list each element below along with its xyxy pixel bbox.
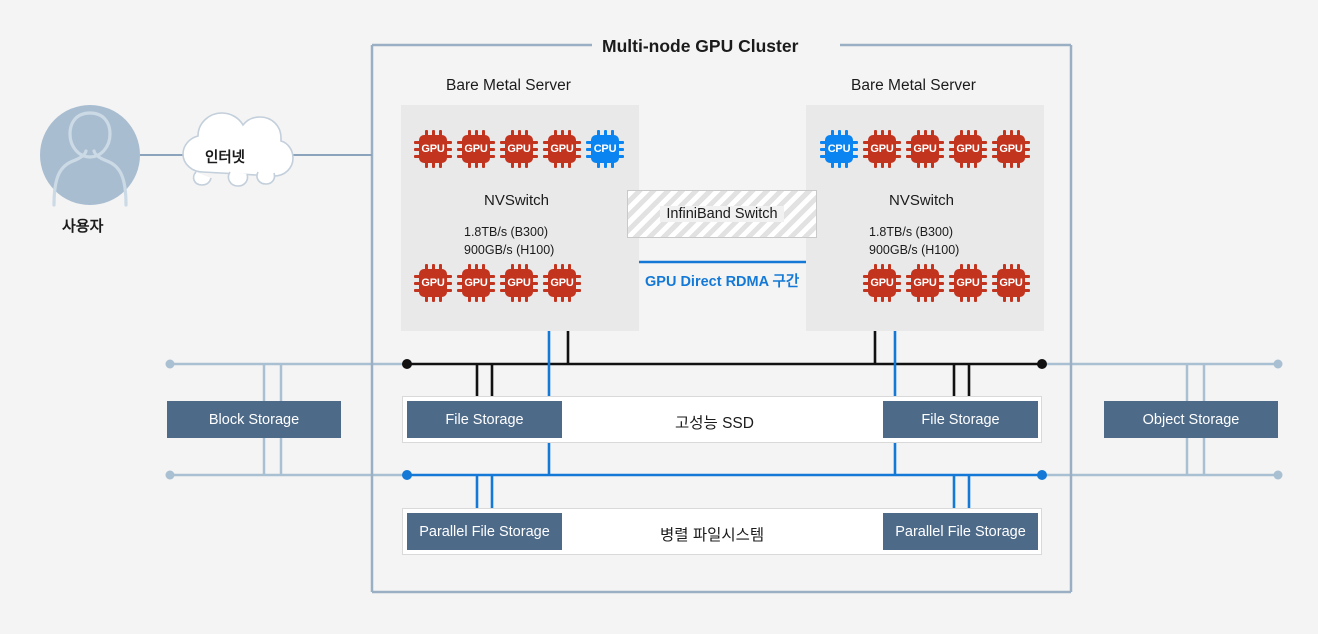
infiniband-switch-box: InfiniBand Switch [627,190,817,238]
parallel-file-storage-label-left: Parallel File Storage [419,523,550,540]
chip-gpu: GPU [906,130,944,168]
parallel-file-storage-label-right: Parallel File Storage [895,523,1026,540]
pfs-center-label: 병렬 파일시스템 [660,527,765,544]
chip-label: GPU [954,135,982,163]
object-storage-label: Object Storage [1142,411,1240,428]
chip-gpu: GPU [414,130,452,168]
user-avatar-icon [40,105,140,207]
chip-label: GPU [548,269,576,297]
chip-gpu: GPU [543,130,581,168]
page-title: Multi-node GPU Cluster [602,36,799,56]
block-storage-box[interactable]: Block Storage [167,401,341,438]
bandwidth-b300-right: 1.8TB/s (B300) [869,225,954,239]
chip-gpu: GPU [949,264,987,302]
block-storage-label: Block Storage [208,411,300,428]
internet-label: 인터넷 [205,150,246,166]
chip-gpu: GPU [500,264,538,302]
chip-gpu: GPU [863,264,901,302]
parallel-file-storage-box-left[interactable]: Parallel File Storage [407,513,562,550]
parallel-file-storage-box-right[interactable]: Parallel File Storage [883,513,1038,550]
user-label: 사용자 [62,218,104,235]
file-storage-box-left[interactable]: File Storage [407,401,562,438]
chip-gpu: GPU [414,264,452,302]
bandwidth-h100-left: 900GB/s (H100) [464,243,555,257]
chip-label: GPU [997,269,1025,297]
object-storage-box[interactable]: Object Storage [1104,401,1278,438]
chip-label: GPU [911,135,939,163]
chip-label: GPU [505,269,533,297]
rdma-bracket [625,239,819,264]
bandwidth-b300-left: 1.8TB/s (B300) [464,225,549,239]
chip-gpu: GPU [457,130,495,168]
chip-label: GPU [419,135,447,163]
cluster-frame [370,43,1073,594]
chip-label: GPU [419,269,447,297]
chip-label: GPU [505,135,533,163]
chip-label: GPU [868,135,896,163]
ssd-center-label: 고성능 SSD [675,415,754,432]
chip-gpu: GPU [457,264,495,302]
server-title-left: Bare Metal Server [446,77,571,94]
chip-label: GPU [954,269,982,297]
server-title-right: Bare Metal Server [851,77,976,94]
chip-label: GPU [911,269,939,297]
chip-label: CPU [825,135,853,163]
nvswitch-label-right: NVSwitch [889,192,955,209]
bandwidth-h100-right: 900GB/s (H100) [869,243,960,257]
infiniband-switch-label: InfiniBand Switch [660,206,784,222]
black-bus-line [402,331,1047,396]
chip-label: CPU [591,135,619,163]
chip-gpu: GPU [863,130,901,168]
chip-label: GPU [997,135,1025,163]
file-storage-label-left: File Storage [445,411,524,428]
chip-gpu: GPU [500,130,538,168]
chip-label: GPU [548,135,576,163]
chip-gpu: GPU [992,130,1030,168]
chip-gpu: GPU [949,130,987,168]
chip-gpu: GPU [543,264,581,302]
file-storage-box-right[interactable]: File Storage [883,401,1038,438]
rdma-label: GPU Direct RDMA 구간 [645,274,800,290]
chip-gpu: GPU [992,264,1030,302]
chip-label: GPU [462,135,490,163]
file-storage-label-right: File Storage [921,411,1000,428]
nvswitch-label-left: NVSwitch [484,192,550,209]
cloud-icon [182,112,294,187]
chip-gpu: GPU [906,264,944,302]
chip-label: GPU [868,269,896,297]
chip-label: GPU [462,269,490,297]
chip-cpu: CPU [586,130,624,168]
chip-cpu: CPU [820,130,858,168]
